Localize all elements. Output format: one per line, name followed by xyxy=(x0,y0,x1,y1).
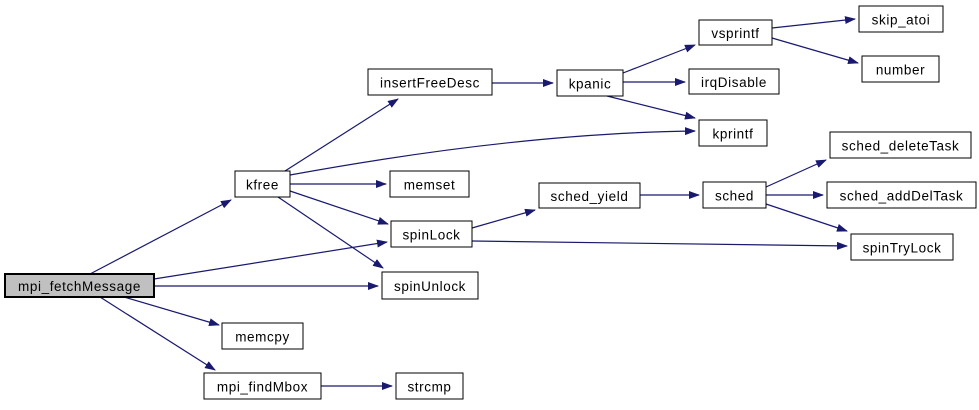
node-box xyxy=(367,68,493,96)
node-box xyxy=(390,220,473,248)
node-sched[interactable]: sched xyxy=(702,181,767,209)
node-box xyxy=(861,55,940,83)
node-vsprintf[interactable]: vsprintf xyxy=(698,19,773,46)
edge-kfree-spinUnlock xyxy=(277,196,384,269)
node-label: memset xyxy=(404,178,456,193)
node-irqDisable[interactable]: irqDisable xyxy=(688,68,780,95)
node-mpi_fetchMessage[interactable]: mpi_fetchMessage xyxy=(4,273,155,298)
node-box xyxy=(203,372,322,400)
edge-mpi_fetchMessage-kfree xyxy=(89,199,232,275)
node-kpanic[interactable]: kpanic xyxy=(556,69,624,97)
node-label: number xyxy=(876,63,925,78)
edge-sched-sched_deleteTask xyxy=(765,159,827,188)
node-box xyxy=(538,182,641,209)
edge-kfree-kprintf xyxy=(289,127,696,176)
node-sched_yield[interactable]: sched_yield xyxy=(538,182,641,209)
node-box xyxy=(826,181,977,209)
node-spinUnlock[interactable]: spinUnlock xyxy=(381,271,479,300)
node-mpi_findMbox[interactable]: mpi_findMbox xyxy=(203,372,322,400)
node-sched_addDelTask[interactable]: sched_addDelTask xyxy=(826,181,977,209)
node-label: vsprintf xyxy=(711,26,759,41)
node-box xyxy=(829,131,972,159)
edge-mpi_fetchMessage-mpi_findMbox xyxy=(99,296,216,371)
edge-mpi_fetchMessage-memcpy xyxy=(123,296,220,327)
edge-spinLock-sched_yield xyxy=(471,208,536,229)
node-label: sched_addDelTask xyxy=(840,189,964,204)
node-number[interactable]: number xyxy=(861,55,940,83)
node-insertFreeDesc[interactable]: insertFreeDesc xyxy=(367,68,493,96)
node-box xyxy=(688,68,780,95)
edge-kpanic-kprintf xyxy=(606,95,696,120)
node-box xyxy=(395,372,464,400)
node-label: mpi_findMbox xyxy=(217,380,308,395)
node-label: insertFreeDesc xyxy=(380,76,480,91)
edge-sched-spinTryLock xyxy=(765,203,848,232)
edge-spinLock-spinTryLock xyxy=(471,240,848,250)
edge-mpi_fetchMessage-spinLock xyxy=(153,239,388,280)
node-label: strcmp xyxy=(407,380,451,395)
node-label: spinTryLock xyxy=(863,241,942,256)
node-label: sched_deleteTask xyxy=(842,139,960,154)
node-label: sched xyxy=(715,189,754,204)
node-label: irqDisable xyxy=(701,75,767,90)
node-label: mpi_fetchMessage xyxy=(18,279,141,294)
node-box xyxy=(389,170,470,198)
node-box xyxy=(698,19,773,46)
node-label: kpanic xyxy=(569,77,612,92)
node-spinTryLock[interactable]: spinTryLock xyxy=(850,233,954,261)
node-label: kfree xyxy=(246,178,279,193)
node-memcpy[interactable]: memcpy xyxy=(221,322,304,350)
node-label: skip_atoi xyxy=(872,13,931,28)
node-strcmp[interactable]: strcmp xyxy=(395,372,464,400)
edge-kpanic-vsprintf xyxy=(622,44,696,74)
node-skip_atoi[interactable]: skip_atoi xyxy=(858,5,944,33)
node-box xyxy=(698,119,768,147)
node-box xyxy=(221,322,304,350)
node-box xyxy=(381,271,479,300)
node-kfree[interactable]: kfree xyxy=(234,170,291,198)
node-label: kprintf xyxy=(713,127,754,142)
node-label: spinUnlock xyxy=(394,279,466,294)
node-box xyxy=(850,233,954,261)
node-sched_deleteTask[interactable]: sched_deleteTask xyxy=(829,131,972,159)
node-label: sched_yield xyxy=(551,189,629,204)
node-box xyxy=(4,273,155,298)
edge-vsprintf-skip_atoi xyxy=(771,16,856,29)
node-kprintf[interactable]: kprintf xyxy=(698,119,768,147)
node-box xyxy=(234,170,291,198)
node-label: spinLock xyxy=(402,228,460,243)
node-box xyxy=(556,69,624,97)
edge-kfree-insertFreeDesc xyxy=(284,98,399,172)
edge-kfree-spinLock xyxy=(289,190,389,225)
node-box xyxy=(858,5,944,33)
node-spinLock[interactable]: spinLock xyxy=(390,220,473,248)
node-label: memcpy xyxy=(235,330,290,345)
edge-vsprintf-number xyxy=(771,37,859,65)
node-box xyxy=(702,181,767,209)
node-memset[interactable]: memset xyxy=(389,170,470,198)
